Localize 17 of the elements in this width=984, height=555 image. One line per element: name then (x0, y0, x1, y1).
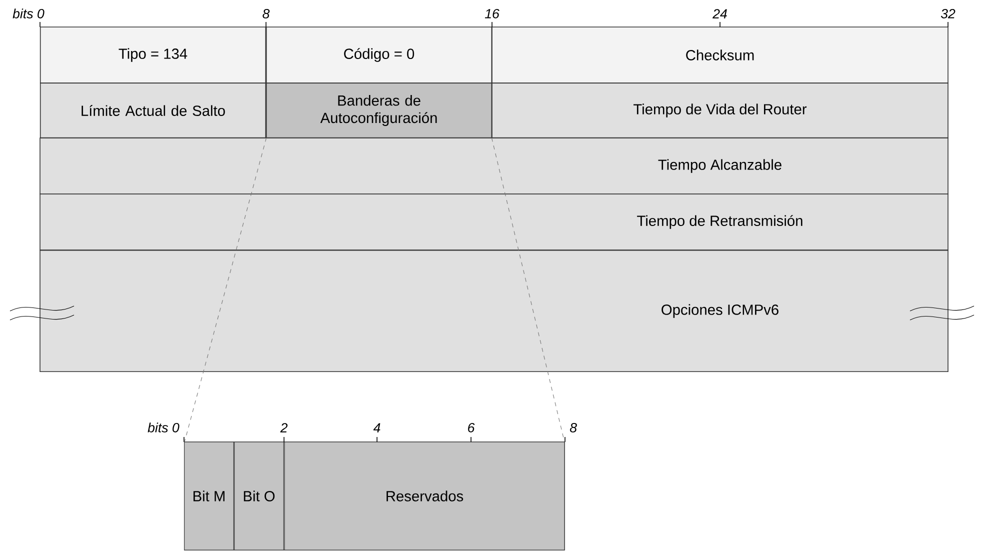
leader-line (184, 138, 267, 442)
field-cell: Banderas de Autoconfiguración (266, 82, 492, 138)
field-cell: Bit M (184, 442, 234, 550)
bit-label: 8 (262, 8, 270, 18)
leader-line (491, 138, 565, 442)
bit-label: 2 (280, 423, 288, 432)
field-cell: Tipo = 134 (40, 26, 266, 84)
field-cell: Tiempo de Retransmisión (40, 194, 948, 250)
field-cell: Código = 0 (266, 26, 492, 84)
bit-label: 32 (940, 8, 956, 18)
field-cell: Límite Actual de Salto (40, 82, 266, 138)
bit-label: bits 0 (12, 8, 44, 18)
field-cell: Tiempo de Vida del Router (492, 82, 948, 138)
bit-label: 8 (570, 422, 577, 432)
field-cell: Bit O (234, 442, 284, 550)
bit-label: 16 (484, 8, 500, 18)
bit-label: bits 0 (148, 422, 180, 432)
